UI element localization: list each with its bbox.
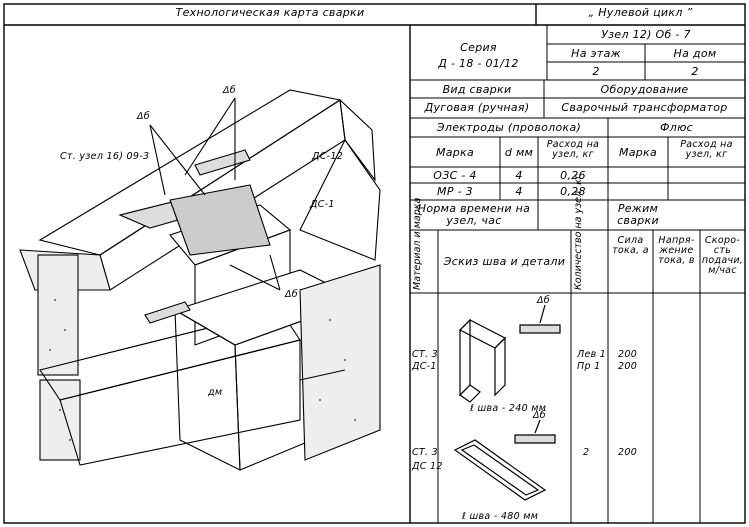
per-house-label: На дом bbox=[673, 47, 717, 60]
flux-label: Флюс bbox=[659, 121, 693, 134]
material-header: Материал и марка bbox=[412, 197, 423, 290]
project-name: „ Нулевой цикл ” bbox=[588, 6, 693, 19]
sketch-detail-1 bbox=[458, 304, 561, 403]
node-id: Узел 12) Об - 7 bbox=[601, 28, 691, 41]
row2-weld-symbol: Δб bbox=[533, 410, 546, 421]
equipment-label: Оборудование bbox=[600, 83, 689, 96]
electrode-consumption-header: Расход на узел, кг bbox=[546, 139, 600, 160]
voltage-header: Напря- жение тока, в bbox=[658, 235, 695, 266]
drawing-weld-label-3: Δб bbox=[285, 289, 298, 300]
electrode-d-1: 4 bbox=[515, 169, 523, 182]
row2-material-2: ДС 12 bbox=[412, 461, 443, 472]
electrode-brand-1: ОЗС - 4 bbox=[433, 169, 477, 182]
row1-material-1: СТ. 3 bbox=[412, 349, 439, 360]
row1-qty-2: Пр 1 bbox=[577, 361, 601, 372]
per-house-value: 2 bbox=[691, 65, 699, 78]
drawing-part-dm: дм bbox=[208, 387, 223, 398]
per-floor-label: На этаж bbox=[571, 47, 621, 60]
row1-current-1: 200 bbox=[618, 349, 638, 360]
qty-header: Количество на узел, кг bbox=[573, 174, 584, 290]
drawing-reference: Ст. узел 16) 09-3 bbox=[60, 151, 150, 162]
drawing-weld-label-1: Δб bbox=[137, 111, 150, 122]
row1-material-2: ДС-1 bbox=[412, 361, 437, 372]
drawing-part-ds1: ДС-1 bbox=[310, 199, 335, 210]
time-norm-label: Норма времени на узел, час bbox=[417, 202, 531, 227]
row2-qty-1: 2 bbox=[583, 447, 590, 458]
drawing-weld-label-2: Δб bbox=[223, 85, 236, 96]
series-label: Серия bbox=[460, 41, 497, 54]
sketch-header: Эскиз шва и детали bbox=[443, 255, 566, 268]
drawing-part-ds12: ДС-12 bbox=[312, 151, 344, 162]
weld-type-value: Дуговая (ручная) bbox=[424, 101, 530, 114]
per-floor-value: 2 bbox=[592, 65, 600, 78]
row2-weld-length: ℓ шва - 480 мм bbox=[462, 511, 539, 522]
equipment-value: Сварочный трансформатор bbox=[561, 101, 728, 114]
card-title: Технологическая карта сварки bbox=[175, 6, 365, 19]
electrode-brand-2: МР - 3 bbox=[437, 185, 473, 198]
flux-brand-header: Марка bbox=[618, 146, 658, 159]
electrode-d-2: 4 bbox=[515, 185, 523, 198]
electrode-brand-header: Марка bbox=[435, 146, 475, 159]
electrode-consumption-1: 0,26 bbox=[560, 169, 586, 182]
electrode-d-header: d мм bbox=[504, 146, 534, 159]
electrode-consumption-2: 0,28 bbox=[560, 185, 586, 198]
row1-weld-symbol: Δб bbox=[537, 295, 550, 306]
weld-mode-label: Режим сварки bbox=[617, 202, 659, 227]
series-code: Д - 18 - 01/12 bbox=[438, 57, 519, 70]
current-header: Сила тока, а bbox=[612, 235, 649, 256]
electrodes-label: Электроды (проволока) bbox=[436, 121, 582, 134]
row2-material-1: СТ. 3 bbox=[412, 447, 439, 458]
speed-header: Скоро- сть подачи, м/час bbox=[701, 235, 744, 276]
sketch-detail-2 bbox=[453, 419, 556, 501]
row2-current-1: 200 bbox=[618, 447, 638, 458]
row1-qty-1: Лев 1 bbox=[577, 349, 607, 360]
weld-type-label: Вид сварки bbox=[442, 83, 512, 96]
row1-weld-length: ℓ шва - 240 мм bbox=[470, 403, 547, 414]
row1-current-2: 200 bbox=[618, 361, 638, 372]
flux-consumption-header: Расход на узел, кг bbox=[680, 139, 733, 160]
isometric-drawing bbox=[19, 89, 381, 471]
